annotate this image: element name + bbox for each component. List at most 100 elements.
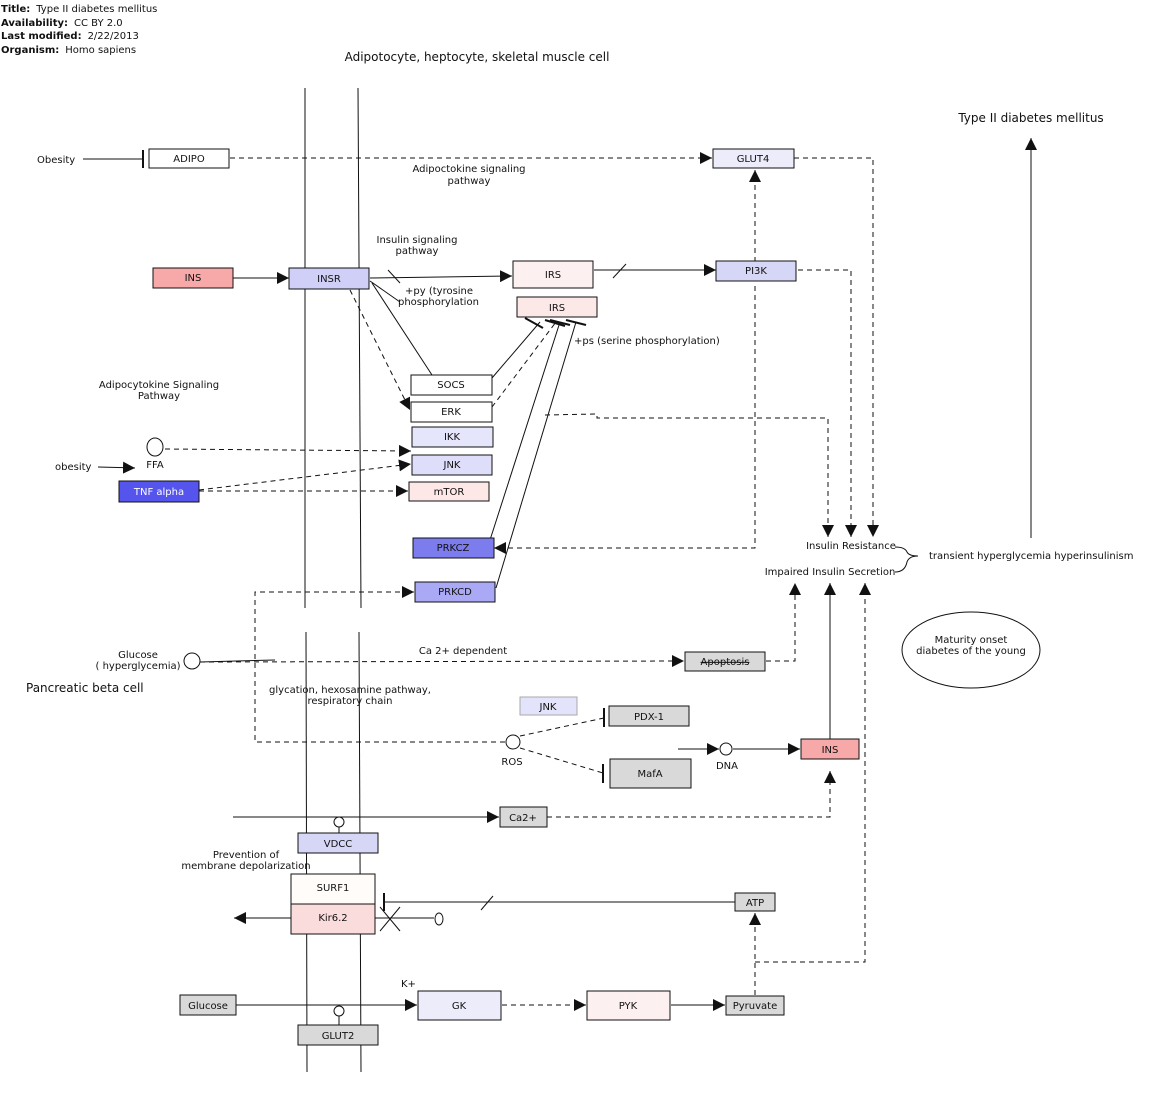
- label-py-1: +py (tyrosine: [405, 286, 473, 297]
- pathway-metadata: Title:Type II diabetes mellitus Availabi…: [1, 3, 157, 57]
- label-adipo-sig-1: Adipocytokine Signaling: [99, 380, 219, 391]
- node-glucose[interactable]: [179, 994, 237, 1016]
- label-prevention-2: membrane depolarization: [181, 861, 310, 872]
- node-prkcz[interactable]: [412, 537, 495, 559]
- node-atp[interactable]: [734, 892, 776, 912]
- node-pyk[interactable]: [586, 990, 671, 1021]
- label-glucose-1: Glucose: [118, 650, 158, 661]
- label-adipo-path-2: pathway: [448, 176, 491, 187]
- node-ins-top[interactable]: [152, 267, 234, 289]
- node-glut2[interactable]: [297, 1024, 379, 1046]
- glut2-circle: [333, 1005, 345, 1017]
- ros-circle: [505, 734, 521, 750]
- label-insulin-path-2: pathway: [396, 246, 439, 257]
- label-socs: SOCS: [437, 380, 465, 391]
- node-pdx1[interactable]: [608, 705, 690, 727]
- node-ins-beta[interactable]: [800, 738, 860, 760]
- label-mafa: MafA: [637, 769, 662, 780]
- node-irs-2[interactable]: [516, 296, 598, 318]
- label-pyk: PYK: [619, 1001, 638, 1012]
- label-adipo: ADIPO: [173, 154, 205, 165]
- label-ins-beta: INS: [822, 745, 839, 756]
- glucose-circle: [183, 652, 201, 670]
- meta-title-label: Title:: [1, 4, 31, 15]
- node-apoptosis[interactable]: [684, 651, 766, 672]
- node-mtor[interactable]: [408, 481, 490, 502]
- node-insr[interactable]: [288, 267, 370, 290]
- label-tnf-alpha: TNF alpha: [133, 487, 184, 498]
- label-ros: ROS: [501, 757, 522, 768]
- label-prkcz: PRKCZ: [437, 543, 470, 554]
- label-glut4: GLUT4: [737, 154, 770, 165]
- node-gk[interactable]: [417, 990, 502, 1021]
- label-jnk-1: JNK: [443, 460, 461, 471]
- node-pi3k[interactable]: [715, 260, 797, 282]
- label-atp: ATP: [746, 898, 764, 909]
- node-ikk[interactable]: [411, 426, 494, 448]
- label-vdcc: VDCC: [324, 839, 353, 850]
- node-adipo[interactable]: [148, 148, 230, 169]
- gene-node-labels: ADIPO GLUT4 INS INSR IRS IRS PI3K SOCS E…: [133, 154, 839, 1042]
- label-mody-2: diabetes of the young: [916, 646, 1026, 657]
- node-prkcd[interactable]: [414, 581, 496, 603]
- label-mody-1: Maturity onset: [935, 635, 1008, 646]
- node-erk[interactable]: [410, 401, 493, 423]
- label-mtor: mTOR: [434, 487, 465, 498]
- node-ca2[interactable]: [499, 806, 548, 828]
- label-prevention-1: Prevention of: [213, 850, 280, 861]
- meta-modified: 2/22/2013: [87, 31, 139, 43]
- node-surf1[interactable]: [290, 873, 376, 905]
- header-cell-types: Adipotocyte, heptocyte, skeletal muscle …: [345, 50, 610, 64]
- label-ins-top: INS: [185, 273, 202, 284]
- label-kir62: Kir6.2: [318, 913, 347, 924]
- node-tnf-alpha[interactable]: [118, 480, 200, 503]
- meta-availability: CC BY 2.0: [74, 17, 123, 29]
- node-jnk-1[interactable]: [411, 454, 493, 476]
- interaction-edges: [83, 138, 1037, 1025]
- meta-modified-label: Last modified:: [1, 31, 82, 43]
- label-pdx1: PDX-1: [634, 712, 664, 723]
- label-insulin-path-1: Insulin signaling: [377, 235, 458, 246]
- node-socs[interactable]: [410, 374, 493, 396]
- label-insulin-resistance: Insulin Resistance: [806, 541, 896, 552]
- label-adipo-sig-2: Pathway: [138, 391, 180, 402]
- dna-circle: [719, 742, 733, 756]
- label-impaired-secretion: Impaired Insulin Secretion: [765, 567, 896, 578]
- node-mafa[interactable]: [609, 758, 692, 789]
- meta-organism-label: Organism:: [1, 44, 60, 56]
- meta-organism: Homo sapiens: [65, 44, 137, 56]
- label-surf1: SURF1: [317, 883, 350, 894]
- label-glucose-box: Glucose: [188, 1001, 228, 1012]
- label-glut2: GLUT2: [322, 1031, 355, 1042]
- label-ffa: FFA: [146, 460, 164, 471]
- label-dna: DNA: [716, 761, 738, 772]
- node-glut4[interactable]: [712, 148, 795, 169]
- label-py-2: phosphorylation: [398, 297, 479, 308]
- label-glycation-2: respiratory chain: [308, 696, 393, 707]
- node-vdcc[interactable]: [297, 832, 379, 854]
- label-ikk: IKK: [444, 432, 461, 443]
- label-erk: ERK: [441, 407, 461, 418]
- label-apoptosis: Apoptosis: [701, 657, 750, 668]
- free-labels: Adipotocyte, heptocyte, skeletal muscle …: [26, 50, 1133, 990]
- label-transient: transient hyperglycemia hyperinsulinism: [929, 551, 1133, 562]
- node-irs-1[interactable]: [512, 260, 594, 289]
- node-kir62[interactable]: [290, 903, 376, 935]
- label-kplus: K+: [401, 979, 416, 990]
- node-pyruvate[interactable]: [725, 995, 785, 1016]
- label-obesity: Obesity: [37, 155, 75, 166]
- label-ca2: Ca2+: [509, 813, 537, 824]
- title-t2dm: Type II diabetes mellitus: [957, 111, 1103, 125]
- label-ca-dependent: Ca 2+ dependent: [419, 646, 507, 657]
- node-jnk-2[interactable]: [519, 696, 578, 716]
- label-irs-2: IRS: [549, 303, 565, 314]
- label-glycation-1: glycation, hexosamine pathway,: [269, 685, 431, 696]
- label-beta-cell: Pancreatic beta cell: [26, 681, 144, 695]
- label-obesity-lower: obesity: [55, 462, 92, 473]
- label-ps: +ps (serine phosphorylation): [574, 336, 720, 347]
- label-irs-1: IRS: [545, 270, 561, 281]
- label-glucose-2: ( hyperglycemia): [95, 661, 180, 672]
- label-prkcd: PRKCD: [438, 587, 472, 598]
- label-jnk-2: JNK: [539, 702, 557, 713]
